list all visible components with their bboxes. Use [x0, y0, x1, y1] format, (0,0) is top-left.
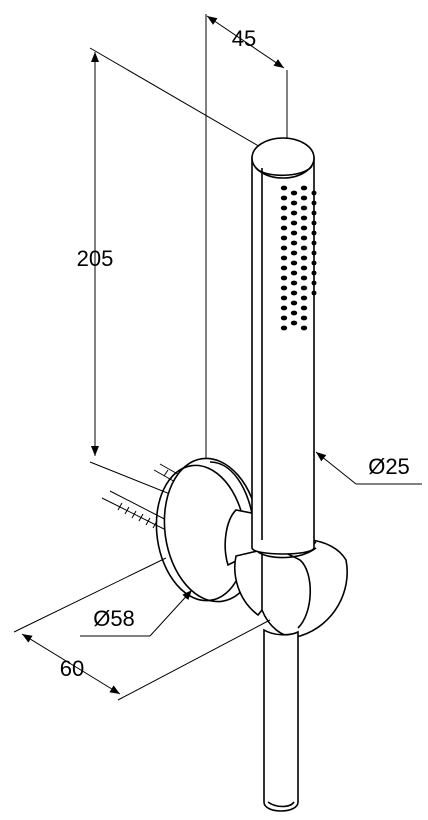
- dimension-flange-diameter: Ø58: [80, 589, 193, 637]
- extension-line-wall: [13, 557, 167, 633]
- spray-nozzle: [311, 240, 317, 246]
- spray-nozzle: [280, 225, 288, 231]
- spray-nozzle: [311, 230, 317, 236]
- spray-nozzle: [290, 260, 298, 266]
- spray-nozzle: [290, 230, 298, 236]
- spray-nozzle: [300, 315, 308, 321]
- spray-nozzle: [300, 245, 308, 251]
- dimension-line-depth: [21, 633, 121, 695]
- spray-nozzle: [290, 290, 298, 296]
- spray-nozzle: [300, 205, 308, 211]
- spray-nozzle: [311, 220, 317, 226]
- spray-nozzle: [300, 285, 308, 291]
- spray-nozzle: [311, 190, 317, 196]
- spray-nozzle: [280, 195, 288, 201]
- spray-nozzle: [280, 235, 288, 241]
- spray-nozzle: [300, 255, 308, 261]
- flange-diameter-label: Ø58: [93, 606, 135, 631]
- spray-nozzle: [290, 250, 298, 256]
- hand-shower: [251, 137, 317, 555]
- spray-nozzle: [280, 215, 288, 221]
- spray-nozzle: [311, 200, 317, 206]
- spray-nozzle: [290, 220, 298, 226]
- spray-nozzle: [300, 185, 308, 191]
- spray-nozzle: [280, 255, 288, 261]
- spray-nozzle: [311, 250, 317, 256]
- spray-nozzle: [300, 275, 308, 281]
- spray-nozzle: [280, 315, 288, 321]
- spray-nozzle: [280, 295, 288, 301]
- spray-nozzle: [300, 195, 308, 201]
- spray-nozzle: [300, 235, 308, 241]
- spray-nozzle: [300, 295, 308, 301]
- spray-nozzle: [300, 265, 308, 271]
- spray-nozzle: [311, 210, 317, 216]
- spray-nozzle: [280, 265, 288, 271]
- spray-nozzle: [300, 325, 308, 331]
- spray-nozzle: [280, 325, 288, 331]
- dimension-handle-diameter: Ø25: [315, 451, 422, 485]
- spray-nozzle: [311, 270, 317, 276]
- spray-nozzle: [300, 215, 308, 221]
- spray-nozzle: [300, 225, 308, 231]
- spray-nozzle: [280, 275, 288, 281]
- spray-nozzles: [280, 185, 317, 331]
- dimension-height: 205: [77, 47, 263, 513]
- spray-nozzle: [290, 280, 298, 286]
- spray-nozzle: [290, 240, 298, 246]
- dimension-top-width: 45: [205, 14, 288, 460]
- dimension-line-top-width: [206, 15, 285, 69]
- spray-nozzle: [280, 245, 288, 251]
- extension-line-front: [117, 619, 271, 701]
- shower-hose: [263, 628, 299, 812]
- spray-nozzle: [280, 185, 288, 191]
- spray-nozzle: [290, 190, 298, 196]
- dimension-depth: 60: [13, 557, 271, 701]
- height-label: 205: [77, 246, 114, 271]
- depth-label: 60: [60, 656, 84, 681]
- spray-nozzle: [311, 280, 317, 286]
- spray-nozzle: [300, 305, 308, 311]
- spray-nozzle: [280, 305, 288, 311]
- extension-line-top: [89, 47, 263, 149]
- spray-nozzle: [290, 300, 298, 306]
- spray-nozzle: [280, 285, 288, 291]
- spray-nozzle: [290, 210, 298, 216]
- spray-nozzle: [290, 320, 298, 326]
- leader-handle-diameter: [315, 451, 357, 485]
- spray-nozzle: [290, 310, 298, 316]
- handle-diameter-label: Ø25: [368, 454, 410, 479]
- leader-flange-diameter: [149, 589, 193, 637]
- spray-nozzle: [290, 200, 298, 206]
- spray-nozzle: [311, 260, 317, 266]
- spray-nozzle: [280, 205, 288, 211]
- spray-nozzle: [311, 290, 317, 296]
- spray-nozzle: [290, 270, 298, 276]
- top-width-label: 45: [232, 26, 256, 51]
